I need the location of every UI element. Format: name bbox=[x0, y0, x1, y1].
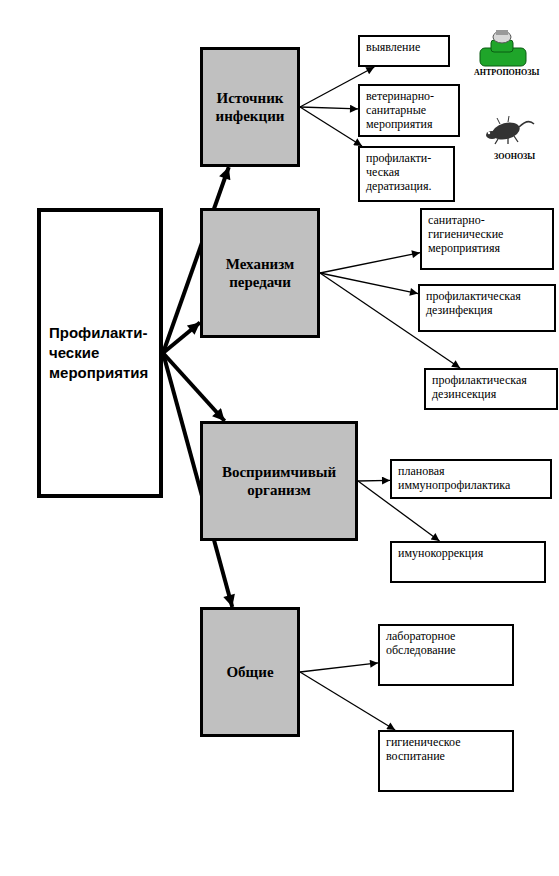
group-label: АНТРОПОНОЗЫ bbox=[473, 68, 540, 77]
measure-box: лабораторное обследование bbox=[378, 624, 514, 686]
node-text: санитарно- гигиенические мероприятияя bbox=[428, 214, 546, 255]
node-text: Профилакти- ческие мероприятия bbox=[49, 323, 151, 384]
node-text: гигиеническое воспитание bbox=[386, 736, 506, 764]
node-text: ветеринарно- санитарные мероприятия bbox=[366, 90, 452, 131]
branch-arrow bbox=[300, 107, 362, 146]
measure-box: санитарно- гигиенические мероприятияя bbox=[420, 208, 554, 270]
measure-box: плановая иммунопрофилактика bbox=[390, 459, 552, 499]
branch-arrow bbox=[300, 107, 358, 109]
measure-box: профилакти- ческая дератизация. bbox=[358, 146, 455, 202]
branch-arrow bbox=[320, 253, 420, 273]
branch-arrow bbox=[300, 663, 378, 672]
node-text: Механизм передачи bbox=[209, 255, 311, 291]
measure-box: выявление bbox=[358, 35, 450, 67]
rat-icon bbox=[486, 116, 534, 144]
main-arrow bbox=[163, 322, 200, 353]
measure-box: профилактическая дезинсекция bbox=[424, 368, 558, 410]
node-text: плановая иммунопрофилактика bbox=[398, 465, 544, 493]
node-text: имунокоррекция bbox=[398, 547, 483, 561]
category-box: Восприимчивый организм bbox=[200, 421, 358, 541]
category-box: Источник инфекции bbox=[200, 47, 300, 167]
category-box: Общие bbox=[200, 607, 300, 737]
group-label: ЗООНОЗЫ bbox=[493, 152, 536, 161]
node-text: выявление bbox=[366, 41, 420, 55]
node-text: Общие bbox=[226, 663, 273, 681]
node-text: профилакти- ческая дератизация. bbox=[366, 152, 447, 193]
measure-box: гигиеническое воспитание bbox=[378, 730, 514, 792]
branch-arrow bbox=[358, 480, 390, 482]
measure-box: профилактическая дезинфекция bbox=[418, 284, 556, 332]
node-text: лабораторное обследование bbox=[386, 630, 506, 658]
node-text: профилактическая дезинсекция bbox=[432, 374, 550, 402]
person-icon bbox=[480, 30, 526, 66]
measure-box: имунокоррекция bbox=[390, 541, 546, 583]
node-text: профилактическая дезинфекция bbox=[426, 290, 548, 318]
node-text: Источник инфекции bbox=[209, 89, 291, 125]
node-text: Восприимчивый организм bbox=[209, 463, 349, 499]
root-box: Профилакти- ческие мероприятия bbox=[37, 208, 163, 498]
category-box: Механизм передачи bbox=[200, 208, 320, 338]
measure-box: ветеринарно- санитарные мероприятия bbox=[358, 84, 460, 137]
